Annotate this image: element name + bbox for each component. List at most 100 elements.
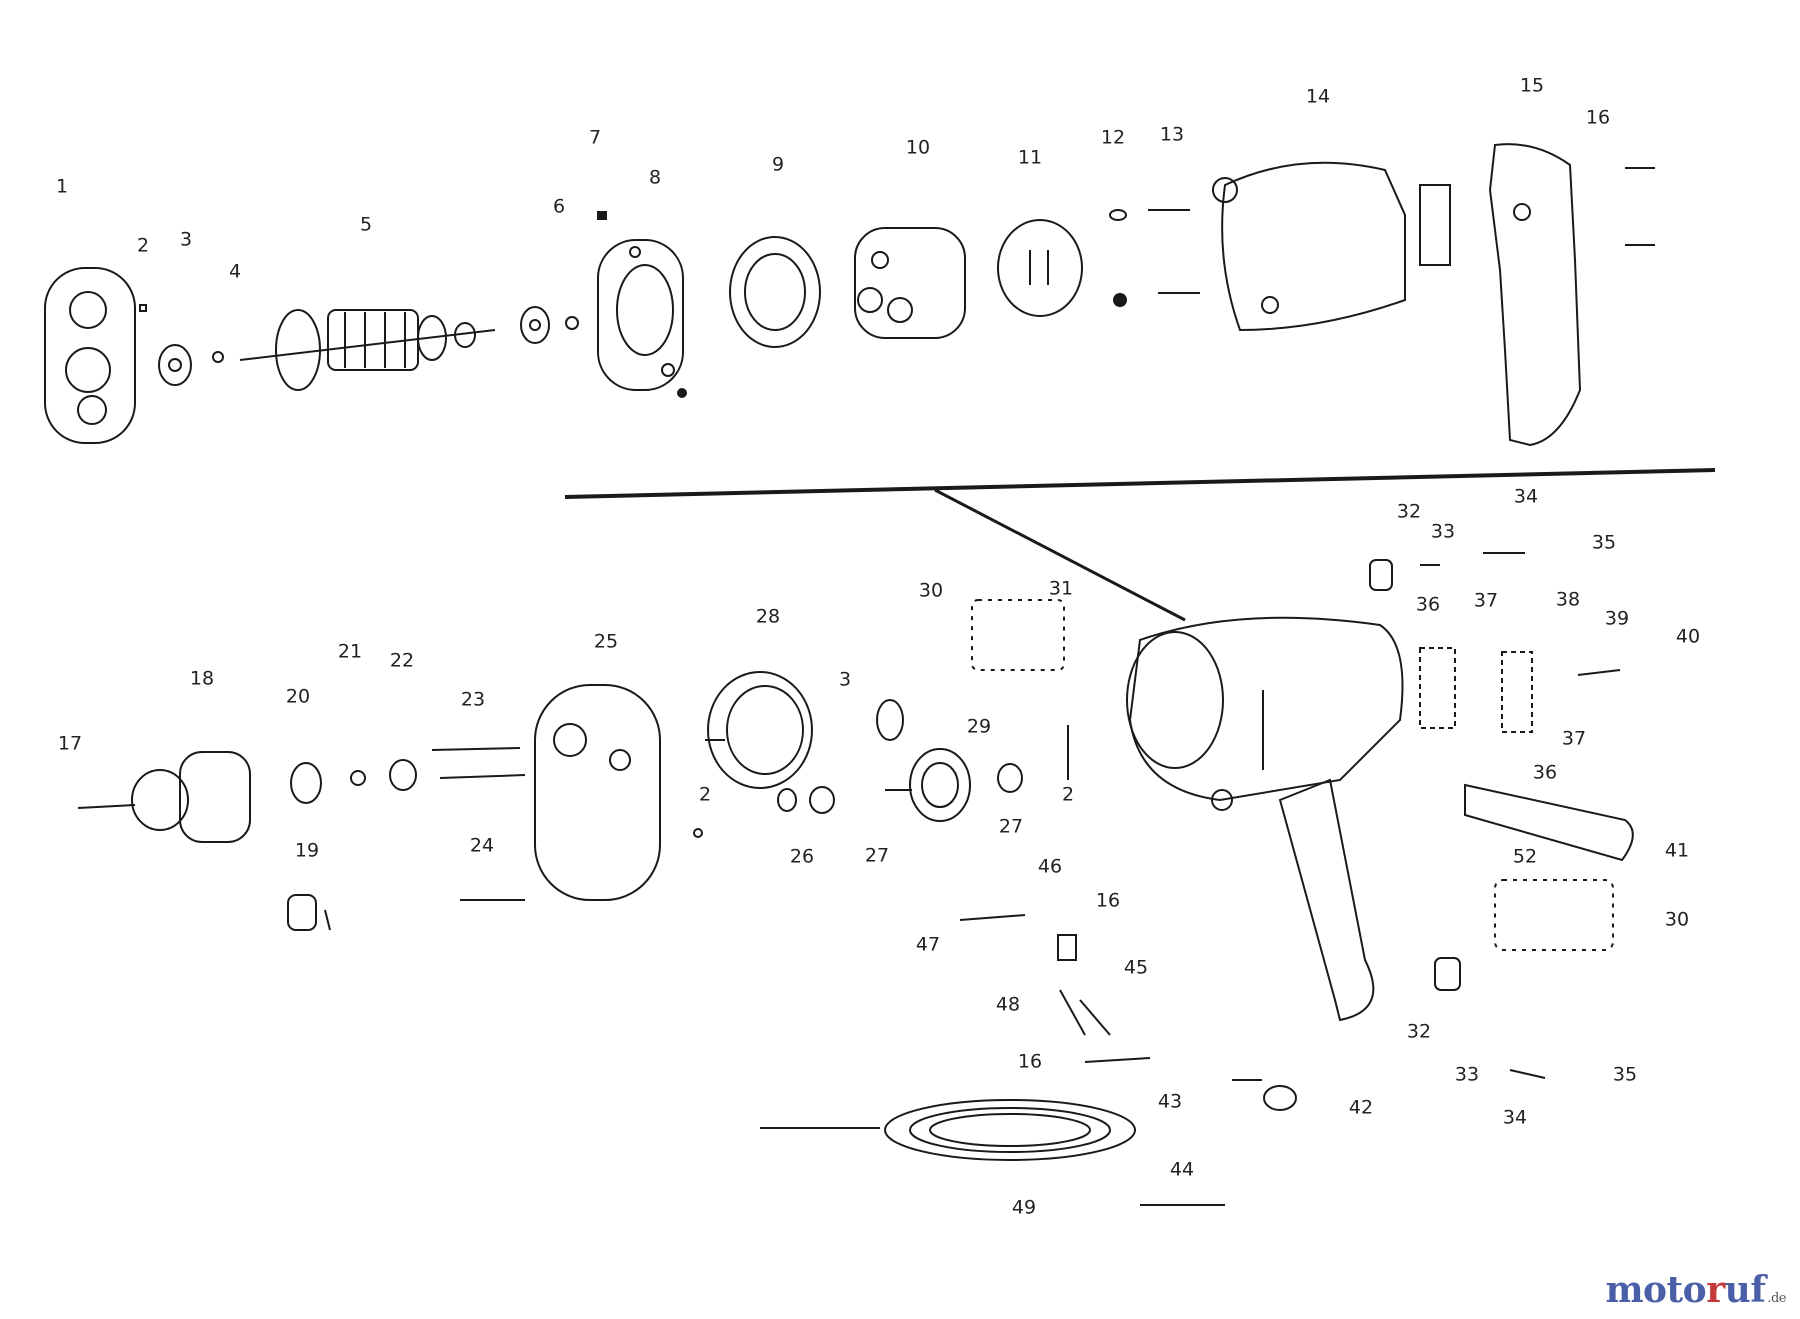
part-label: 22	[389, 649, 415, 672]
part-label: 36	[1415, 593, 1441, 616]
parts-42-45-screws	[1140, 1079, 1297, 1206]
part-label: 2	[698, 783, 712, 806]
part-27-bearing	[997, 763, 1023, 793]
part-label: 23	[460, 688, 486, 711]
part-14-motor-housing	[1212, 161, 1451, 332]
part-label: 46	[1037, 855, 1063, 878]
part-label: 34	[1513, 485, 1539, 508]
part-label: 49	[1011, 1196, 1037, 1219]
part-label: 40	[1675, 625, 1701, 648]
part-6-washer	[565, 316, 579, 330]
part-18-chuck	[131, 751, 251, 843]
part-label: 11	[1017, 146, 1043, 169]
part-label: 16	[1095, 889, 1121, 912]
part-label: 31	[1048, 577, 1074, 600]
part-25-gear-housing	[534, 684, 661, 901]
part-label: 16	[1017, 1050, 1043, 1073]
part-26-washer	[777, 786, 835, 814]
part-12-brush	[1109, 209, 1127, 307]
part-label: 27	[864, 844, 890, 867]
part-21-spring	[350, 770, 366, 786]
part-2-screw	[139, 304, 147, 312]
part-label: 41	[1664, 839, 1690, 862]
part-label: 4	[228, 260, 242, 283]
part-label: 10	[905, 136, 931, 159]
part-20-ring	[290, 762, 322, 804]
part-17-bit	[77, 804, 136, 809]
part-label: 36	[1532, 761, 1558, 784]
part-label: 34	[1502, 1106, 1528, 1129]
part-label: 26	[789, 845, 815, 868]
part-3-bearing	[158, 344, 192, 386]
part-label: 38	[1555, 588, 1581, 611]
part-label: 19	[294, 839, 320, 862]
part-5-armature	[239, 309, 496, 391]
part-30-31-plate	[971, 599, 1065, 671]
part-label: 8	[648, 166, 662, 189]
assembled-drill	[1126, 616, 1404, 1022]
part-19-chuck-key	[287, 894, 331, 931]
part-label: 33	[1454, 1063, 1480, 1086]
part-label: 3	[838, 668, 852, 691]
part-label: 18	[189, 667, 215, 690]
part-32-35-brush-assembly-top	[1369, 552, 1525, 591]
parts-46-48-switch-parts	[959, 914, 1151, 1063]
part-23-spindle	[431, 747, 526, 779]
part-label: 7	[588, 126, 602, 149]
part-label: 37	[1561, 727, 1587, 750]
part-7-nut-b	[677, 388, 687, 398]
part-label: 6	[552, 195, 566, 218]
part-label: 45	[1123, 956, 1149, 979]
part-3-bearing-c	[876, 699, 904, 741]
divider-line	[564, 468, 1716, 499]
part-10-field-coil	[854, 227, 966, 339]
part-29-pinion-gear	[885, 748, 971, 822]
motoruf-watermark-logo: motoruf.de	[1605, 1269, 1786, 1311]
part-36-38-switch	[1419, 647, 1621, 733]
part-label: 30	[918, 579, 944, 602]
part-label: 21	[337, 640, 363, 663]
part-label: 12	[1100, 126, 1126, 149]
part-13-screws	[1148, 209, 1200, 294]
part-label: 17	[57, 732, 83, 755]
part-label: 27	[998, 815, 1024, 838]
part-label: 28	[755, 605, 781, 628]
leader-line	[934, 488, 1186, 622]
part-22-bearing	[389, 759, 417, 791]
part-32-35-brush-assembly-bottom	[1434, 957, 1546, 1079]
part-30-52-plate	[1494, 879, 1614, 951]
part-28-large-gear	[705, 671, 813, 789]
part-label: 30	[1664, 908, 1690, 931]
part-label: 3	[179, 228, 193, 251]
part-label: 48	[995, 993, 1021, 1016]
part-label: 43	[1157, 1090, 1183, 1113]
part-9-field-ring	[729, 236, 821, 348]
part-label: 9	[771, 153, 785, 176]
part-label: 15	[1519, 74, 1545, 97]
part-label: 33	[1430, 520, 1456, 543]
part-11-brush-holder	[997, 219, 1083, 317]
part-label: 35	[1612, 1063, 1638, 1086]
part-label: 5	[359, 213, 373, 236]
part-3-bearing-b	[520, 306, 550, 344]
part-label: 1	[55, 175, 69, 198]
part-label: 2	[136, 234, 150, 257]
part-label: 14	[1305, 85, 1331, 108]
part-label: 29	[966, 715, 992, 738]
part-49-power-cord	[760, 1099, 1136, 1161]
part-label: 13	[1159, 123, 1185, 146]
part-2-screw-b	[693, 828, 703, 838]
part-15-handle	[1488, 143, 1655, 447]
part-4-washer	[212, 351, 224, 363]
part-label: 32	[1406, 1020, 1432, 1043]
part-label: 32	[1396, 500, 1422, 523]
part-label: 42	[1348, 1096, 1374, 1119]
part-label: 24	[469, 834, 495, 857]
part-label: 25	[593, 630, 619, 653]
part-8-baffle	[597, 239, 684, 391]
part-label: 39	[1604, 607, 1630, 630]
part-label: 20	[285, 685, 311, 708]
part-label: 35	[1591, 531, 1617, 554]
part-label: 2	[1061, 783, 1075, 806]
